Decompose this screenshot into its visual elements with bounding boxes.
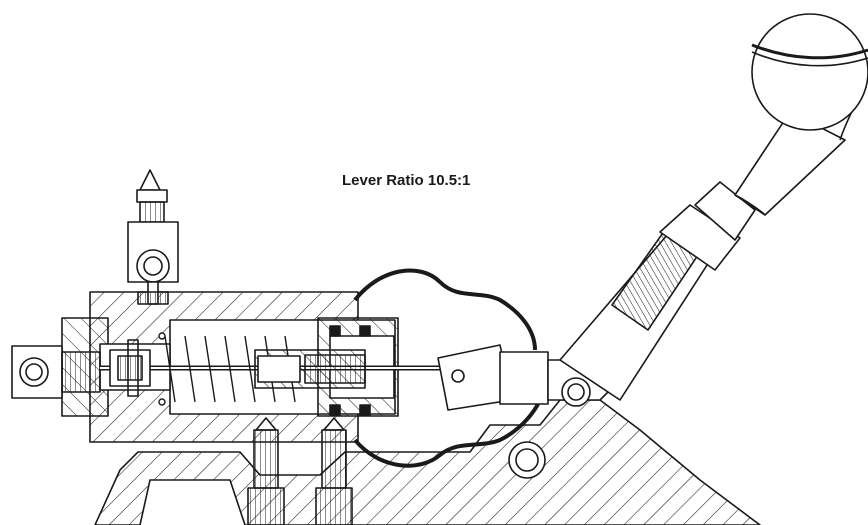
- rubber-boot: [353, 268, 547, 468]
- piston: [254, 325, 371, 416]
- lever-arm: [559, 181, 756, 401]
- bleed-valve: [127, 169, 179, 305]
- ball-knob: [751, 13, 868, 131]
- mounting-bolts: [247, 417, 353, 525]
- valve-assembly: [109, 339, 151, 397]
- return-spring: [158, 332, 296, 406]
- lever-ratio-label: Lever Ratio 10.5:1: [342, 172, 471, 189]
- left-port-fitting: [11, 345, 101, 399]
